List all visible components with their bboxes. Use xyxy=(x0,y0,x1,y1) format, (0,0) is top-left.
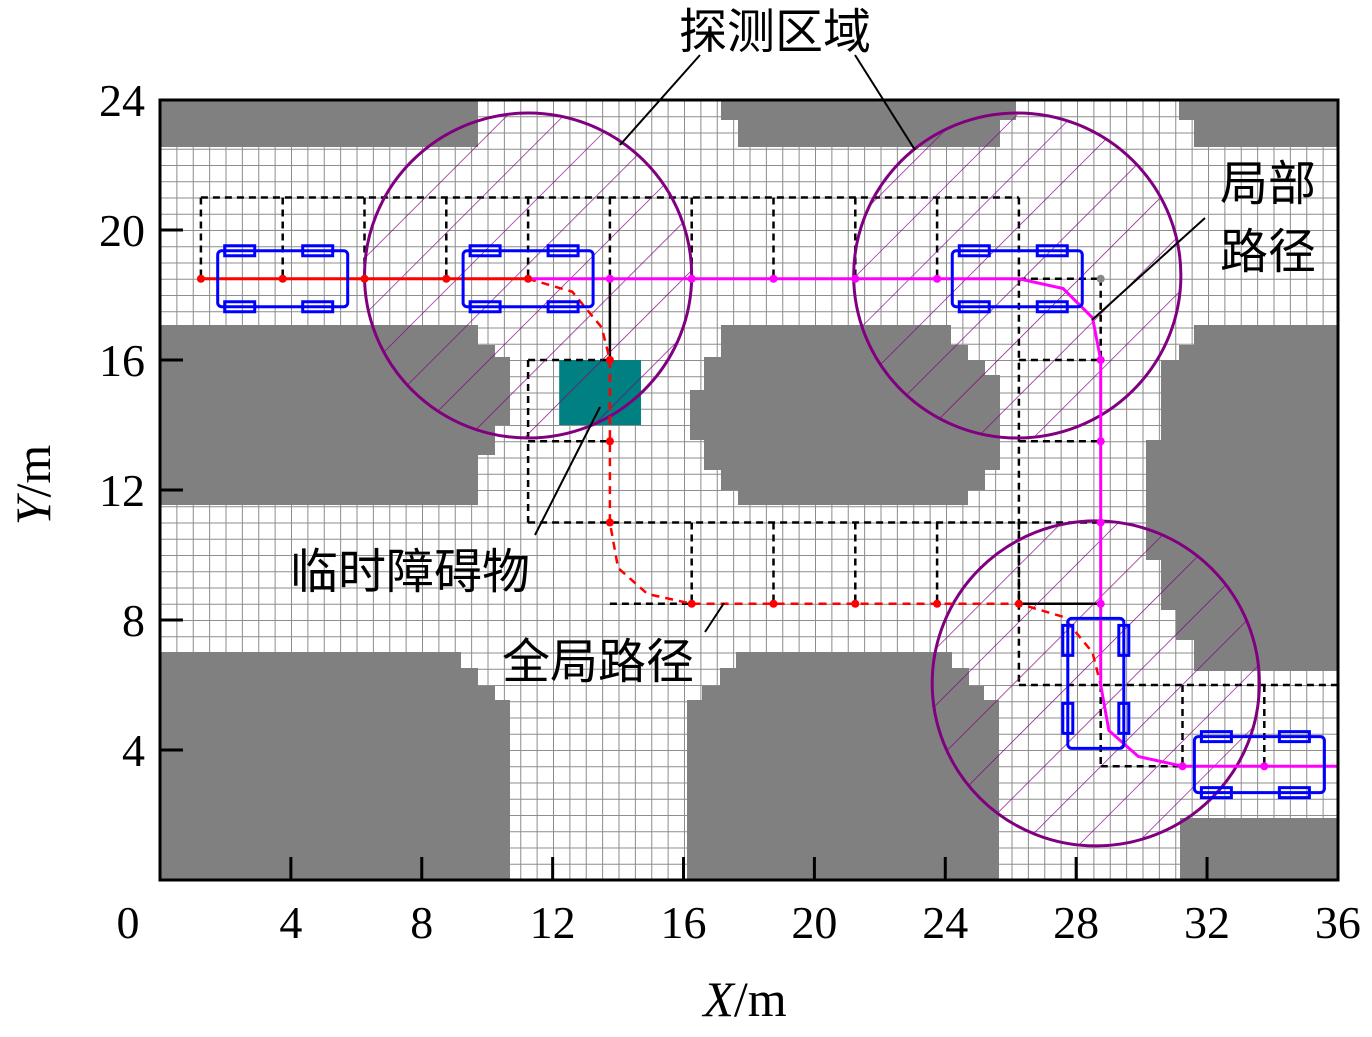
y-tick-label: 12 xyxy=(99,465,145,516)
leader-line-global-path xyxy=(704,602,725,633)
local-path-node xyxy=(933,274,942,283)
local-path-node xyxy=(687,274,696,283)
static-obstacle xyxy=(160,100,478,147)
annotation-detection-zone: 探测区域 xyxy=(679,4,871,60)
x-axis-label: X/m xyxy=(701,971,786,1027)
y-tick-label: 20 xyxy=(99,205,145,256)
global-path-node xyxy=(524,274,533,283)
vehicle-wheel xyxy=(957,244,991,258)
vehicle-wheel xyxy=(301,244,335,258)
y-axis-unit: /m xyxy=(5,445,61,498)
x-tick-label: 16 xyxy=(661,897,707,948)
y-tick-label: 4 xyxy=(122,725,145,776)
local-path-node xyxy=(1096,518,1105,527)
x-tick-label: 28 xyxy=(1053,897,1099,948)
vehicle-wheel xyxy=(301,300,335,314)
vehicle xyxy=(1061,616,1131,750)
vehicle-wheel xyxy=(1117,623,1131,657)
vehicle-body xyxy=(1066,616,1126,750)
vehicle-wheel xyxy=(1277,786,1311,800)
annotation-temporary-obstacle: 临时障碍物 xyxy=(290,544,530,600)
static-obstacle xyxy=(687,652,999,880)
x-axis-var: X xyxy=(701,971,736,1027)
x-tick-label: 32 xyxy=(1184,897,1230,948)
global-path-node xyxy=(278,274,287,283)
static-obstacle xyxy=(160,652,510,880)
vehicle-wheel xyxy=(1117,701,1131,735)
local-path-node xyxy=(1096,356,1105,364)
global-path-node xyxy=(769,599,778,608)
annotation-local-path-2: 路径 xyxy=(1220,224,1316,280)
global-path-node xyxy=(196,274,205,283)
y-tick-label: 8 xyxy=(122,595,145,646)
y-axis-label: Y/m xyxy=(5,445,61,526)
global-path-node xyxy=(605,356,614,364)
local-path-node xyxy=(1096,599,1105,608)
vehicle-body xyxy=(1192,735,1326,795)
vehicle-body xyxy=(461,249,595,309)
local-path-node xyxy=(1096,437,1105,446)
x-tick-label: 12 xyxy=(530,897,576,948)
y-tick-label: 16 xyxy=(99,335,145,386)
leader-line-obstacle xyxy=(534,406,601,536)
global-path-node xyxy=(605,437,614,446)
local-path-node xyxy=(1260,762,1269,771)
vehicle-wheel xyxy=(1277,730,1311,744)
y-tick-label: 24 xyxy=(99,75,145,126)
annotation-local-path-1: 局部 xyxy=(1220,156,1316,212)
vehicle-body xyxy=(216,249,350,309)
x-tick-label: 36 xyxy=(1315,897,1361,948)
vehicles xyxy=(216,244,1326,800)
vehicle-wheel xyxy=(468,244,502,258)
vehicle-wheel xyxy=(1061,701,1075,735)
x-tick-label: 0 xyxy=(117,897,140,948)
vehicle-wheel xyxy=(1035,300,1069,314)
vehicle-wheel xyxy=(957,300,991,314)
leader-line-local-path xyxy=(1091,217,1206,321)
x-tick-label: 20 xyxy=(791,897,837,948)
local-path-node xyxy=(1178,762,1187,771)
leader-line-zone-2 xyxy=(854,54,916,151)
global-path-node xyxy=(605,518,614,527)
detection-zone-hatch xyxy=(853,113,1181,438)
local-path-node xyxy=(605,274,614,283)
global-path-node xyxy=(1014,599,1023,608)
vehicle-wheel xyxy=(546,300,580,314)
vehicle-wheel xyxy=(1199,730,1233,744)
global-path-node xyxy=(687,599,696,608)
vehicle-wheel xyxy=(1061,623,1075,657)
detection-zone-circle xyxy=(930,519,1261,848)
vehicle-wheel xyxy=(223,300,257,314)
global-path-node xyxy=(360,274,369,283)
vehicle-wheel xyxy=(1199,786,1233,800)
vehicle xyxy=(216,244,350,314)
x-tick-label: 8 xyxy=(410,897,433,948)
local-path-node xyxy=(851,274,860,283)
vehicle xyxy=(461,244,595,314)
annotation-global-path: 全局路径 xyxy=(502,634,694,690)
static-obstacle xyxy=(1180,818,1338,880)
paths xyxy=(196,274,1338,771)
static-obstacle xyxy=(1179,100,1338,147)
x-tick-label: 24 xyxy=(922,897,968,948)
vehicle-wheel xyxy=(223,244,257,258)
axis-ticks: 0 4 8 12 16 20 24 28 32 36 4 8 12 16 20 24 xyxy=(99,75,1361,948)
vehicle-wheel xyxy=(1035,244,1069,258)
global-path-node xyxy=(442,274,451,283)
leader-line-zone-1 xyxy=(619,54,701,146)
y-axis-var: Y xyxy=(5,492,61,525)
global-path-node xyxy=(851,599,860,608)
x-axis-unit: /m xyxy=(734,971,787,1027)
vehicle-wheel xyxy=(468,300,502,314)
local-path-node xyxy=(769,274,778,283)
vehicle-body xyxy=(950,249,1084,309)
vehicle xyxy=(1192,730,1326,800)
vehicle-wheel xyxy=(546,244,580,258)
global-path-node xyxy=(933,599,942,608)
vehicle xyxy=(950,244,1084,314)
x-tick-label: 4 xyxy=(279,897,302,948)
